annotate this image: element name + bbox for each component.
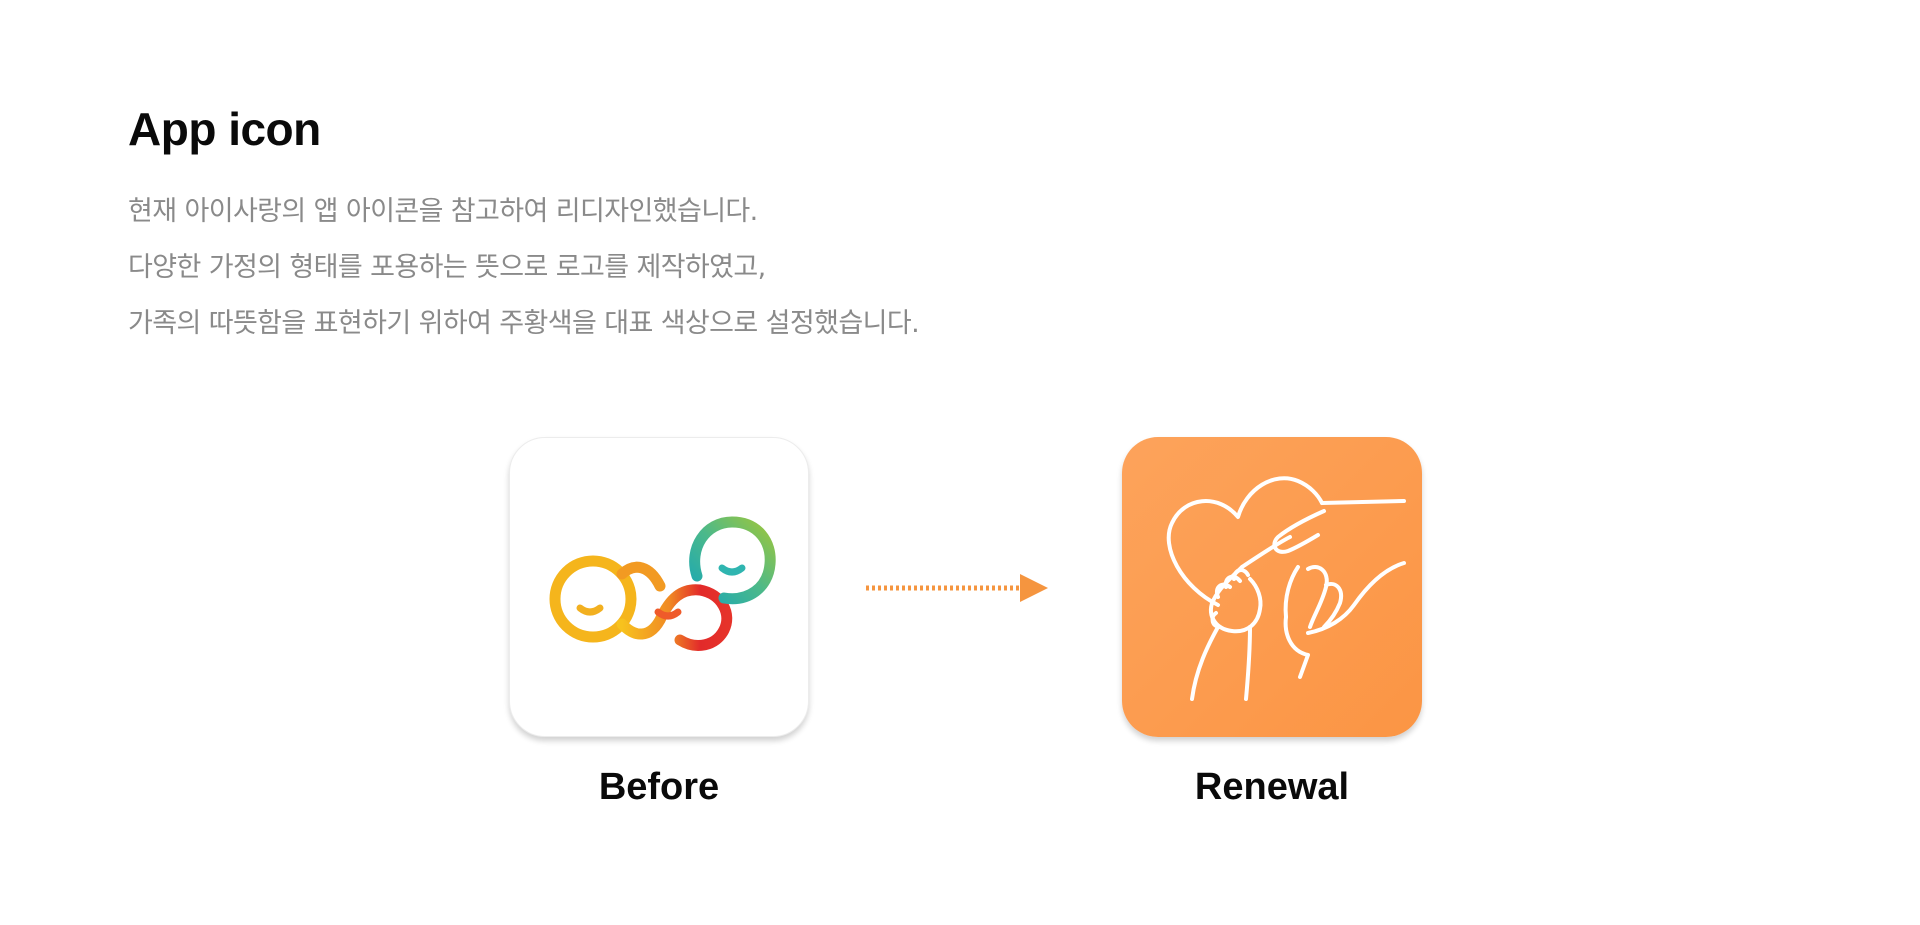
description-line: 현재 아이사랑의 앱 아이콘을 참고하여 리디자인했습니다. [128,196,758,227]
renewal-app-icon [1122,437,1422,737]
parent-child-hands-heart-icon [1166,476,1406,701]
section-title: App icon [128,103,321,155]
before-label: Before [598,766,720,808]
description-line: 가족의 따뜻함을 표현하기 위하여 주황색을 대표 색상으로 설정했습니다. [128,308,920,339]
dotted-arrow-right-icon [866,574,1048,602]
description-line: 다양한 가정의 형태를 포용하는 뜻으로 로고를 제작하였고, [128,252,766,283]
infinity-faces-logo-icon [549,516,776,651]
section-description: 현재 아이사랑의 앱 아이콘을 참고하여 리디자인했습니다. 다양한 가정의 형… [128,184,920,352]
renewal-label: Renewal [1194,766,1350,808]
before-app-icon [509,437,809,737]
